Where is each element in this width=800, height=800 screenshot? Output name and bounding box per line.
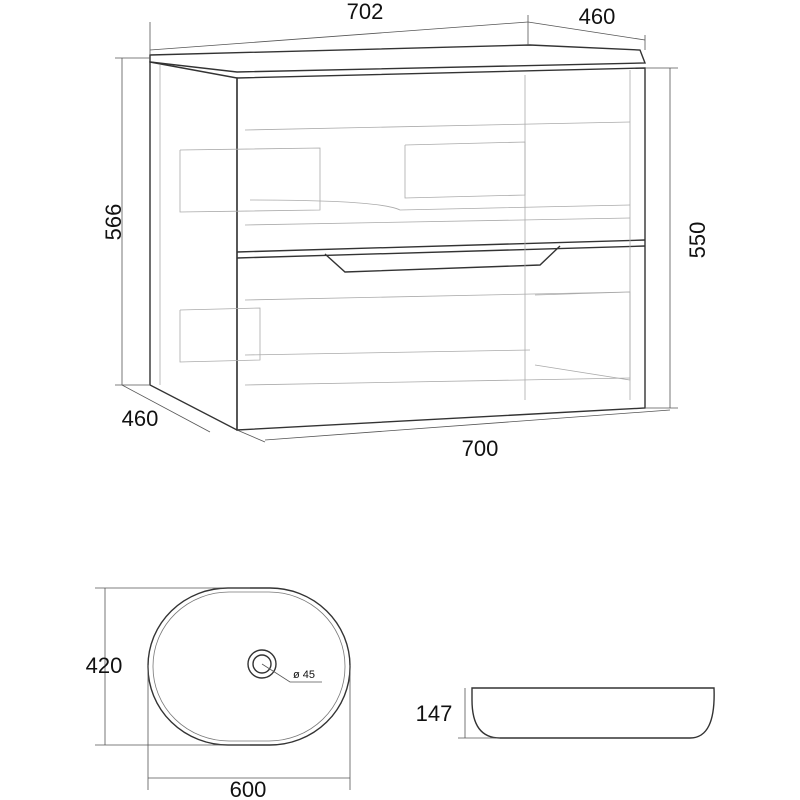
- dim-top-width: 702: [347, 0, 384, 24]
- drain-inner-icon: [252, 654, 272, 674]
- dim-basin-height: 420: [86, 653, 123, 678]
- dim-height-right: 550: [685, 222, 710, 259]
- cabinet-drawing: 702 460 566 550 460 700: [101, 0, 710, 461]
- dim-top-depth: 460: [579, 4, 616, 29]
- basin-top-view: ø 45 420 600: [86, 587, 351, 800]
- cabinet-front: [236, 67, 646, 431]
- internal-structure: [159, 65, 631, 400]
- drain-outer-icon: [247, 649, 277, 679]
- dim-bottom-width: 700: [462, 436, 499, 461]
- dim-bottom-depth: 460: [122, 406, 159, 431]
- dim-basin-width: 600: [230, 777, 267, 800]
- drawer-top-edge: [236, 245, 646, 259]
- dim-height-left: 566: [101, 204, 126, 241]
- basin-outline: [147, 587, 351, 746]
- drawer-handle: [324, 245, 561, 273]
- basin-side-view: 147: [416, 687, 715, 739]
- countertop: [149, 44, 647, 73]
- basin-profile: [471, 687, 715, 739]
- drawer-divider: [236, 239, 646, 253]
- cabinet-left-side: [149, 61, 238, 432]
- cabinet-dimensions: [115, 15, 678, 443]
- dim-drain: ø 45: [293, 669, 315, 681]
- dim-basin-depth: 147: [416, 701, 453, 726]
